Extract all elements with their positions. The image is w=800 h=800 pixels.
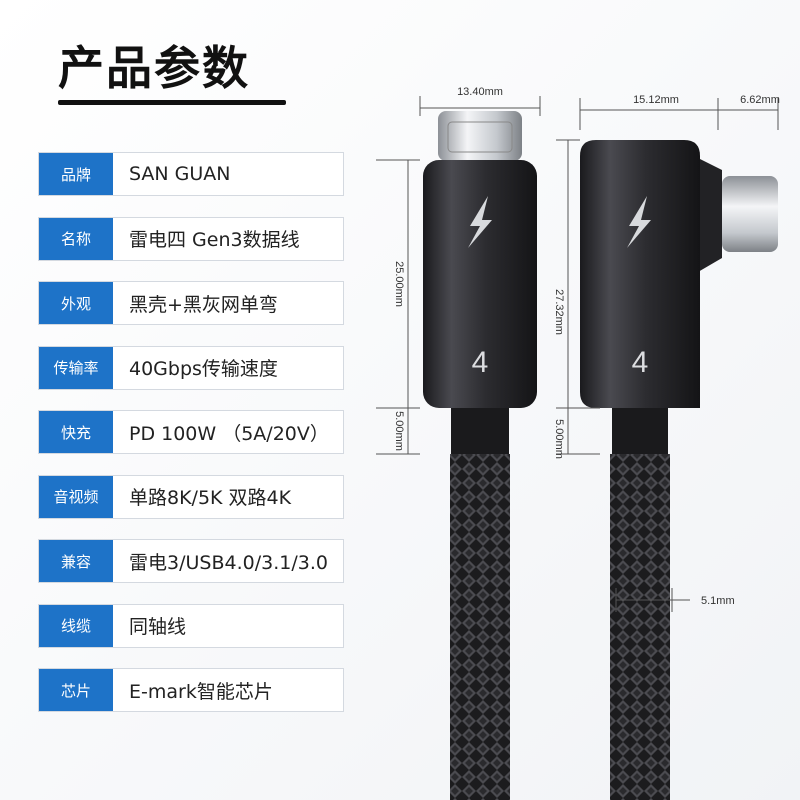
spec-label: 线缆 [39,604,113,647]
dim-straight-neck: 5.00mm [393,411,405,451]
dimension-lines: 13.40mm 25.00mm 5.00mm 15.12mm 6.62mm 27… [376,86,780,612]
spec-label: 传输率 [39,346,113,389]
strain-relief [451,408,509,454]
spec-value: 40Gbps传输速度 [129,358,278,380]
spec-value: SAN GUAN [129,163,231,185]
dim-cable-diameter: 5.1mm [701,595,735,607]
straight-connector: 4 [423,111,537,800]
spec-label: 音视频 [39,475,113,518]
thunderbolt-icon [468,196,492,248]
connector-mark: 4 [472,346,489,379]
spec-row-name: 名称 雷电四 Gen3数据线 [38,216,344,261]
spec-value: E-mark智能芯片 [129,680,273,703]
dim-elbow-width: 15.12mm [633,94,679,106]
spec-label: 品牌 [39,153,113,195]
spec-value: 雷电3/USB4.0/3.1/3.0 [129,551,328,574]
spec-row-brand: 品牌 SAN GUAN [38,152,344,196]
page-title: 产品参数 [58,41,250,95]
strain-relief [612,408,668,454]
spec-label: 快充 [39,411,113,453]
type-c-plug-elbow [722,176,778,252]
spec-row-av: 音视频 单路8K/5K 双路4K [38,474,344,519]
spec-label: 外观 [39,282,113,324]
connector-mark: 4 [632,346,649,379]
spec-row-fast-charge: 快充 PD 100W （5A/20V） [38,410,344,454]
spec-value: 单路8K/5K 双路4K [129,487,292,509]
dim-elbow-plug: 6.62mm [740,94,780,106]
spec-row-compatibility: 兼容 雷电3/USB4.0/3.1/3.0 [38,539,344,583]
spec-label: 名称 [39,217,113,260]
spec-label: 兼容 [39,540,113,582]
connector-shell [423,160,537,408]
spec-value: 黑壳+黑灰网单弯 [129,293,278,316]
braided-cable [610,454,670,800]
title-underline [58,100,286,105]
connector-shell-elbow [580,140,700,408]
spec-row-chip: 芯片 E-mark智能芯片 [38,668,344,712]
spec-list: 品牌 SAN GUAN 名称 雷电四 Gen3数据线 外观 黑壳+黑灰网单弯 传… [38,152,344,733]
dim-elbow-length: 27.32mm [553,289,565,335]
elbow-connector: 4 [580,140,778,800]
spec-value: 雷电四 Gen3数据线 [129,229,300,251]
braided-cable [450,454,510,800]
spec-value: 同轴线 [129,616,187,638]
thunderbolt-icon [627,196,651,248]
spec-row-transfer-rate: 传输率 40Gbps传输速度 [38,345,344,390]
spec-row-cable: 线缆 同轴线 [38,603,344,648]
type-c-plug [438,111,522,161]
spec-value: PD 100W （5A/20V） [129,422,329,445]
dim-straight-length: 25.00mm [393,261,405,307]
spec-label: 芯片 [39,669,113,711]
dim-straight-width: 13.40mm [457,86,503,98]
spec-row-appearance: 外观 黑壳+黑灰网单弯 [38,281,344,325]
dim-elbow-neck: 5.00mm [553,419,565,459]
